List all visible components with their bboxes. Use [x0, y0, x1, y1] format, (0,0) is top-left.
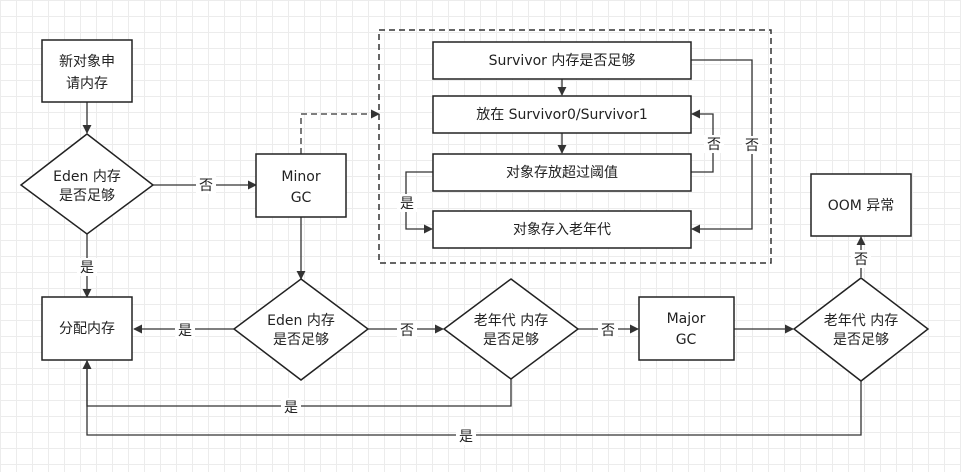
node-oom-text: OOM 异常 — [828, 198, 895, 214]
node-threshold-check: 对象存放超过阈值 — [432, 153, 692, 192]
node-to-old: 对象存入老年代 — [432, 210, 692, 249]
node-old-check-2: 老年代 内存 是否足够 — [792, 277, 930, 382]
label-eden1-yes: 是 — [80, 260, 94, 276]
node-minor-gc-line1: Minor — [281, 169, 320, 185]
label-old2-no: 否 — [854, 252, 868, 268]
node-allocate-text: 分配内存 — [59, 321, 115, 337]
label-old1-yes: 是 — [284, 400, 298, 416]
label-eden1-no: 否 — [199, 178, 213, 194]
node-minor-gc-line2: GC — [291, 190, 312, 206]
node-place-survivor: 放在 Survivor0/Survivor1 — [432, 95, 692, 134]
node-survivor-check-text: Survivor 内存是否足够 — [489, 53, 636, 69]
node-old-check-1-line1: 老年代 内存 — [474, 313, 548, 329]
node-allocate: 分配内存 — [41, 296, 133, 361]
node-new-object-line2: 请内存 — [66, 76, 108, 92]
edge-minorgc-to-group — [300, 109, 380, 154]
label-survivor-no: 否 — [745, 138, 759, 154]
node-old-check-1: 老年代 内存 是否足够 — [442, 278, 580, 380]
label-eden2-no: 否 — [400, 323, 414, 339]
label-old1-no: 否 — [601, 323, 615, 339]
node-old-check-1-line2: 是否足够 — [483, 332, 539, 348]
node-eden-check-2-line1: Eden 内存 — [267, 313, 335, 329]
label-threshold-no: 否 — [707, 137, 721, 153]
node-major-gc-line1: Major — [667, 311, 706, 327]
node-old-check-2-line1: 老年代 内存 — [824, 313, 898, 329]
label-old2-yes: 是 — [459, 429, 473, 445]
label-eden2-yes: 是 — [178, 323, 192, 339]
label-threshold-yes: 是 — [400, 196, 414, 212]
node-old-check-2-line2: 是否足够 — [833, 332, 889, 348]
node-minor-gc: Minor GC — [255, 153, 347, 218]
node-eden-check-2-line2: 是否足够 — [273, 332, 329, 348]
node-eden-check-1: Eden 内存 是否足够 — [19, 133, 155, 235]
edge-labels: 否 是 否 否 是 是 否 否 是 否 是 — [77, 135, 871, 445]
node-eden-check-1-line2: 是否足够 — [59, 188, 115, 204]
node-eden-check-1-line1: Eden 内存 — [53, 169, 121, 185]
survivor-group-container — [378, 29, 772, 264]
edge-old2-yes-to-allocate — [82, 360, 862, 436]
node-new-object: 新对象申 请内存 — [41, 39, 133, 103]
node-major-gc: Major GC — [638, 296, 735, 361]
node-eden-check-2: Eden 内存 是否足够 — [232, 278, 370, 381]
node-threshold-check-text: 对象存放超过阈值 — [506, 165, 618, 181]
node-to-old-text: 对象存入老年代 — [513, 222, 611, 238]
node-oom: OOM 异常 — [810, 173, 912, 237]
node-place-survivor-text: 放在 Survivor0/Survivor1 — [476, 107, 648, 123]
node-new-object-line1: 新对象申 — [59, 54, 115, 70]
node-major-gc-line2: GC — [676, 332, 697, 348]
node-survivor-check: Survivor 内存是否足够 — [432, 41, 692, 80]
